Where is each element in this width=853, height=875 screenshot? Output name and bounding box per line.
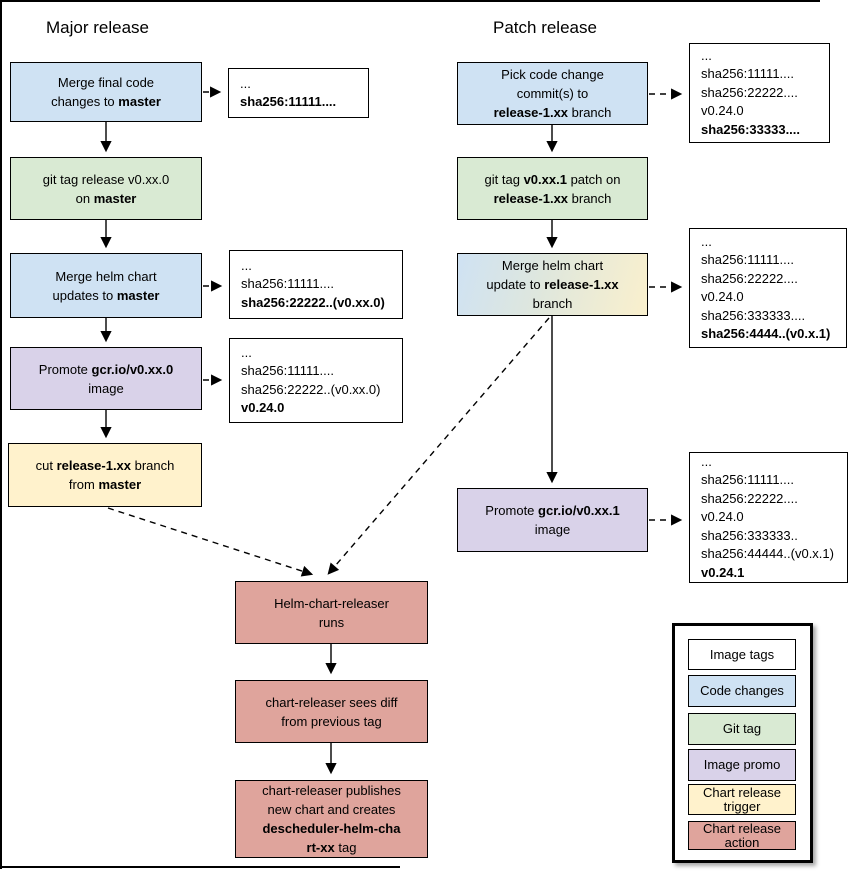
legend-item-image-promo: Image promo bbox=[688, 749, 796, 781]
patch-image-tags-3: ...sha256:11111....sha256:22222....v0.24… bbox=[689, 452, 848, 583]
major-image-tags-1: ...sha256:11111.... bbox=[228, 68, 369, 118]
patch-step-git-tag: git tag v0.xx.1 patch on release-1.xx br… bbox=[457, 157, 648, 220]
canvas-border-bottom bbox=[0, 866, 400, 868]
major-step-merge-final-code: Merge final code changes to master bbox=[10, 62, 202, 122]
major-step-merge-helm-chart: Merge helm chart updates to master bbox=[10, 253, 202, 318]
patch-step-merge-helm-chart: Merge helm chart update to release-1.xx … bbox=[457, 253, 648, 316]
major-step-git-tag: git tag release v0.xx.0 on master bbox=[10, 157, 202, 220]
canvas-border-left bbox=[0, 0, 2, 869]
major-image-tags-2: ...sha256:11111....sha256:22222..(v0.xx.… bbox=[229, 250, 403, 319]
legend-item-code-changes: Code changes bbox=[688, 675, 796, 707]
patch-step-pick-commits: Pick code change commit(s) to release-1.… bbox=[457, 62, 648, 125]
major-step-cut-release-branch: cut release-1.xx branch from master bbox=[8, 443, 202, 507]
legend: Image tags Code changes Git tag Image pr… bbox=[672, 623, 813, 863]
major-image-tags-3: ...sha256:11111....sha256:22222..(v0.xx.… bbox=[229, 338, 403, 423]
legend-item-git-tag: Git tag bbox=[688, 713, 796, 745]
legend-item-chart-release-trigger: Chart release trigger bbox=[688, 784, 796, 815]
releaser-step-sees-diff: chart-releaser sees diff from previous t… bbox=[235, 680, 428, 743]
releaser-step-runs: Helm-chart-releaser runs bbox=[235, 581, 428, 644]
canvas-border-top bbox=[0, 0, 820, 2]
legend-item-image-tags: Image tags bbox=[688, 639, 796, 670]
patch-image-tags-2: ...sha256:11111....sha256:22222....v0.24… bbox=[689, 228, 847, 348]
releaser-step-publishes-chart: chart-releaser publishes new chart and c… bbox=[235, 780, 428, 858]
major-release-title: Major release bbox=[46, 18, 149, 37]
patch-step-promote-image: Promote gcr.io/v0.xx.1 image bbox=[457, 488, 648, 552]
patch-image-tags-1: ...sha256:11111....sha256:22222....v0.24… bbox=[689, 43, 830, 143]
major-step-promote-image: Promote gcr.io/v0.xx.0 image bbox=[10, 347, 202, 410]
legend-item-chart-release-action: Chart release action bbox=[688, 821, 796, 850]
patch-release-title: Patch release bbox=[493, 18, 597, 37]
